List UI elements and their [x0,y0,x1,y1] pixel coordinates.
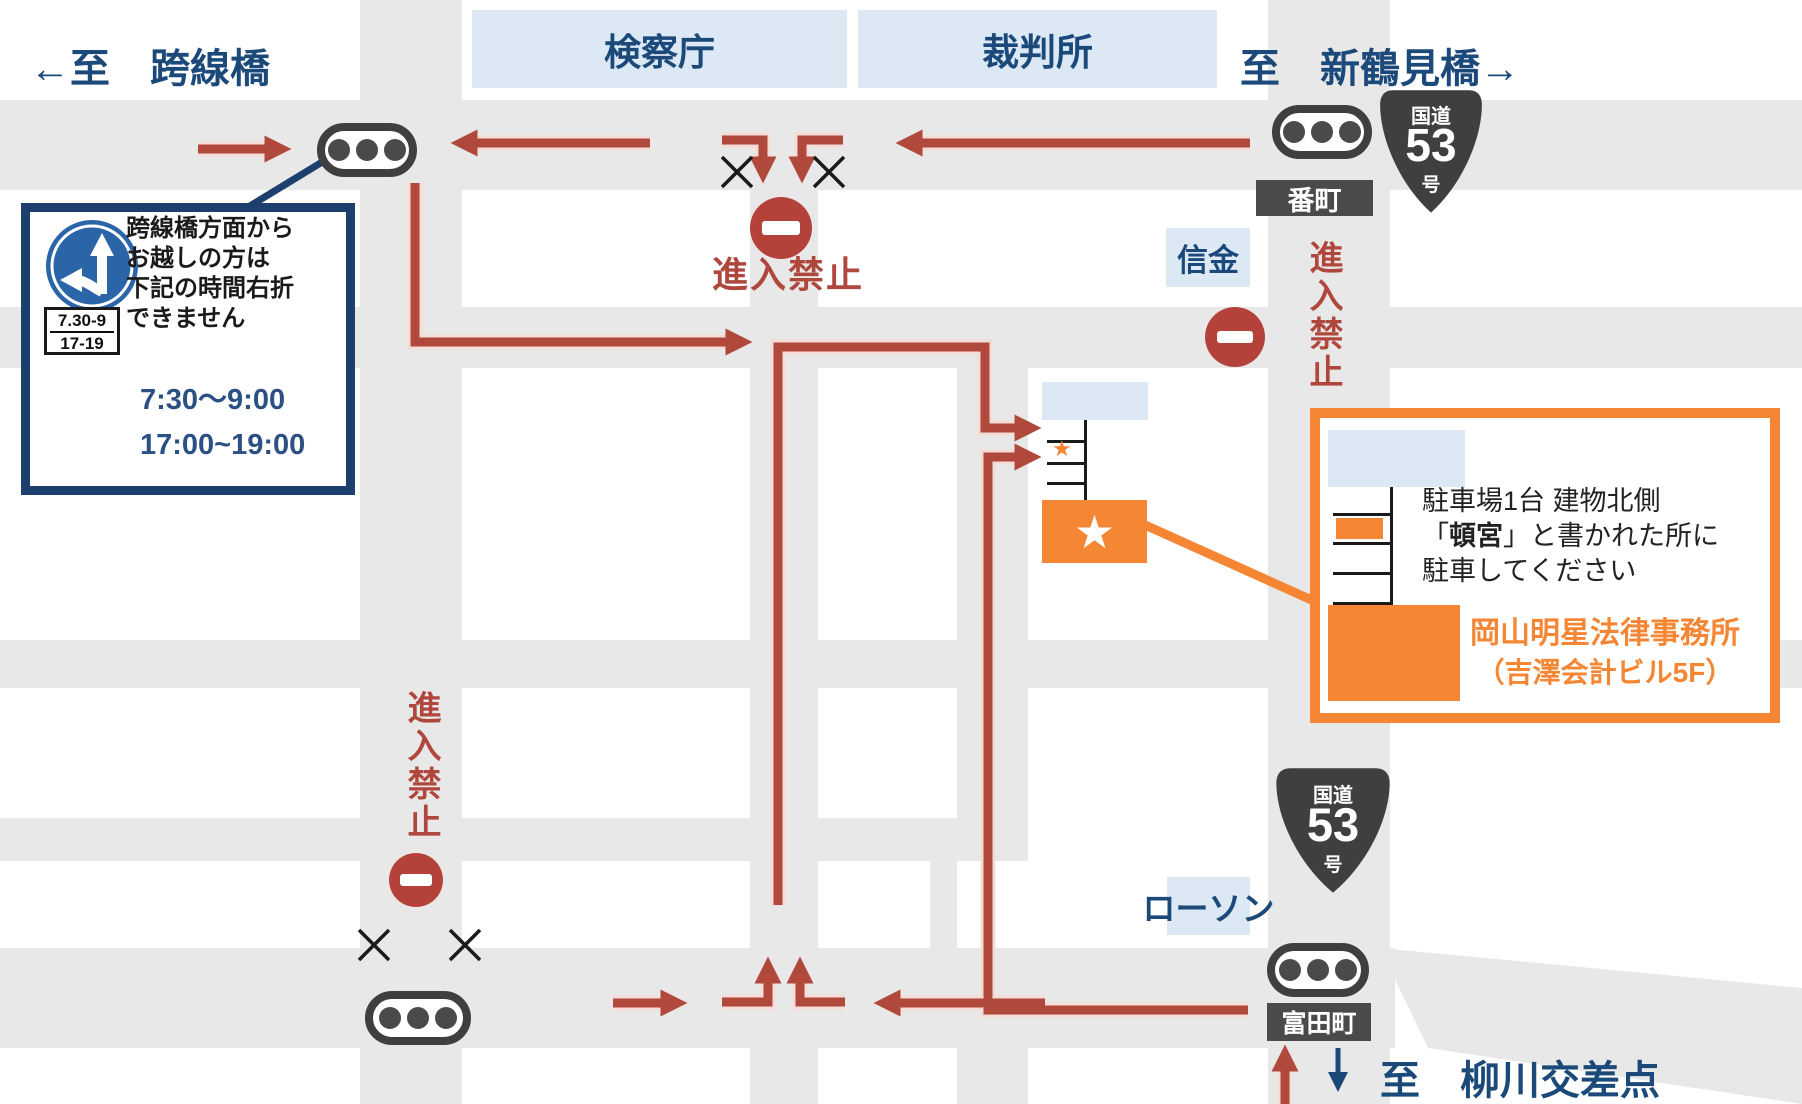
restriction-line: 跨線橋方面から [126,215,294,242]
destination-yanagawa: 至 柳川交差点 [1380,1059,1660,1103]
parking-diagram-line [1084,420,1087,500]
office-building-marker: ★ [1042,500,1147,563]
route53-badge-icon: 国道 53 号 [1274,766,1392,896]
badge-number: 53 [1306,798,1360,851]
no-entry-label-right: 進入禁止 [1304,240,1342,392]
restriction-message: 跨線橋方面から お越しの方は 下記の時間右折 できません [126,214,294,334]
office-name-block: 岡山明星法律事務所 （吉澤会計ビル5F） [1440,614,1770,692]
building-prosecutors-label: 検察庁 [604,32,715,73]
route-from-kosenkyo [415,183,739,342]
restriction-line: お越しの方は [126,245,270,272]
callout-north-building [1328,430,1465,487]
parking-line-1: 駐車場1台 建物北側 [1422,486,1661,516]
no-entry-sign-icon [1205,307,1265,367]
route53-badge-icon: 国道 53 号 [1378,88,1484,216]
star-icon: ★ [1073,505,1116,558]
destination-kosenkyo: ←至 跨線橋 [30,47,270,91]
building-court-label: 裁判所 [982,32,1093,73]
parking-instructions: 駐車場1台 建物北側 「頓宮」と書かれた所に 駐車してください [1422,484,1719,589]
badge-number: 53 [1405,119,1457,171]
plate-morning: 7.30-9 [50,310,114,333]
building-shinkin-label: 信金 [1177,243,1239,278]
traffic-signal-icon [1272,105,1372,159]
destination-shintsurumibashi: 至 新鶴見橋→ [1240,47,1520,91]
restriction-time-evening: 17:00~19:00 [140,429,306,461]
traffic-signal-icon [1267,943,1369,997]
callout-parking-tick [1333,542,1390,545]
badge-go-label: 号 [1421,175,1441,196]
badge-go-label: 号 [1323,855,1343,876]
callout-parking-tick [1333,572,1390,575]
restriction-line: 下記の時間右折 [126,275,294,302]
straight-or-left-sign-icon [46,220,138,312]
building-shinkin-bank: 信金 [1166,228,1250,287]
callout-parking-line [1390,487,1393,650]
parking-diagram-tick [1047,462,1085,465]
building-north-block [1042,382,1148,420]
office-name: 岡山明星法律事務所 [1470,617,1740,650]
road-diagonal-southeast [1380,948,1802,1104]
office-floor: （吉澤会計ビル5F） [1476,657,1734,688]
no-entry-label-left: 進入禁止 [402,690,440,842]
callout-parking-tick [1333,602,1390,605]
time-restriction-plate: 7.30-9 17-19 [44,307,120,355]
intersection-label-bancho: 番町 [1256,180,1373,216]
no-entry-sign-icon [389,853,443,907]
parking-spot-star-icon: ★ [1052,436,1072,461]
building-lawson: ローソン [1143,877,1275,935]
badge-kokudo-label: 国道 [1411,106,1451,128]
building-lawson-label: ローソン [1142,890,1275,927]
parking-line-2: 「頓宮」と書かれた所に [1422,521,1719,551]
road-horizontal-bottom [0,948,1395,1048]
restriction-time-morning: 7:30～9:00 [140,384,286,416]
building-courthouse: 裁判所 [858,10,1217,88]
callout-office-building [1328,605,1460,701]
restriction-line: できません [126,305,246,332]
intersection-label-tomitacho: 富田町 [1267,1003,1371,1041]
callout-parking-spot [1336,518,1383,539]
forbidden-x-marks [357,155,846,962]
parking-callout: 駐車場1台 建物北側 「頓宮」と書かれた所に 駐車してください 岡山明星法律事務… [1310,408,1780,723]
parking-name-bold: 頓宮 [1449,521,1503,551]
no-right-turn-infobox: 7.30-9 17-19 跨線橋方面から お越しの方は 下記の時間右折 できませ… [21,203,355,495]
no-entry-sign-icon [750,197,812,259]
callout-parking-tick [1333,513,1390,516]
infobox-pointer-line [238,153,334,215]
traffic-signal-icon [365,991,471,1045]
no-entry-label-top: 進入禁止 [712,254,865,295]
restriction-times: 7:30～9:00 17:00~19:00 [140,378,305,468]
callout-pointer-line [1143,520,1318,607]
traffic-signal-icon [317,123,417,177]
parking-diagram-tick [1047,440,1085,443]
plate-evening: 17-19 [60,334,104,353]
building-prosecutors-office: 検察庁 [472,10,847,88]
road-alley [930,818,957,948]
parking-line-3: 駐車してください [1422,556,1637,586]
parking-diagram-tick [1047,482,1085,485]
badge-kokudo-label: 国道 [1313,785,1353,807]
road-vertical-parking-south [957,1048,1028,1104]
